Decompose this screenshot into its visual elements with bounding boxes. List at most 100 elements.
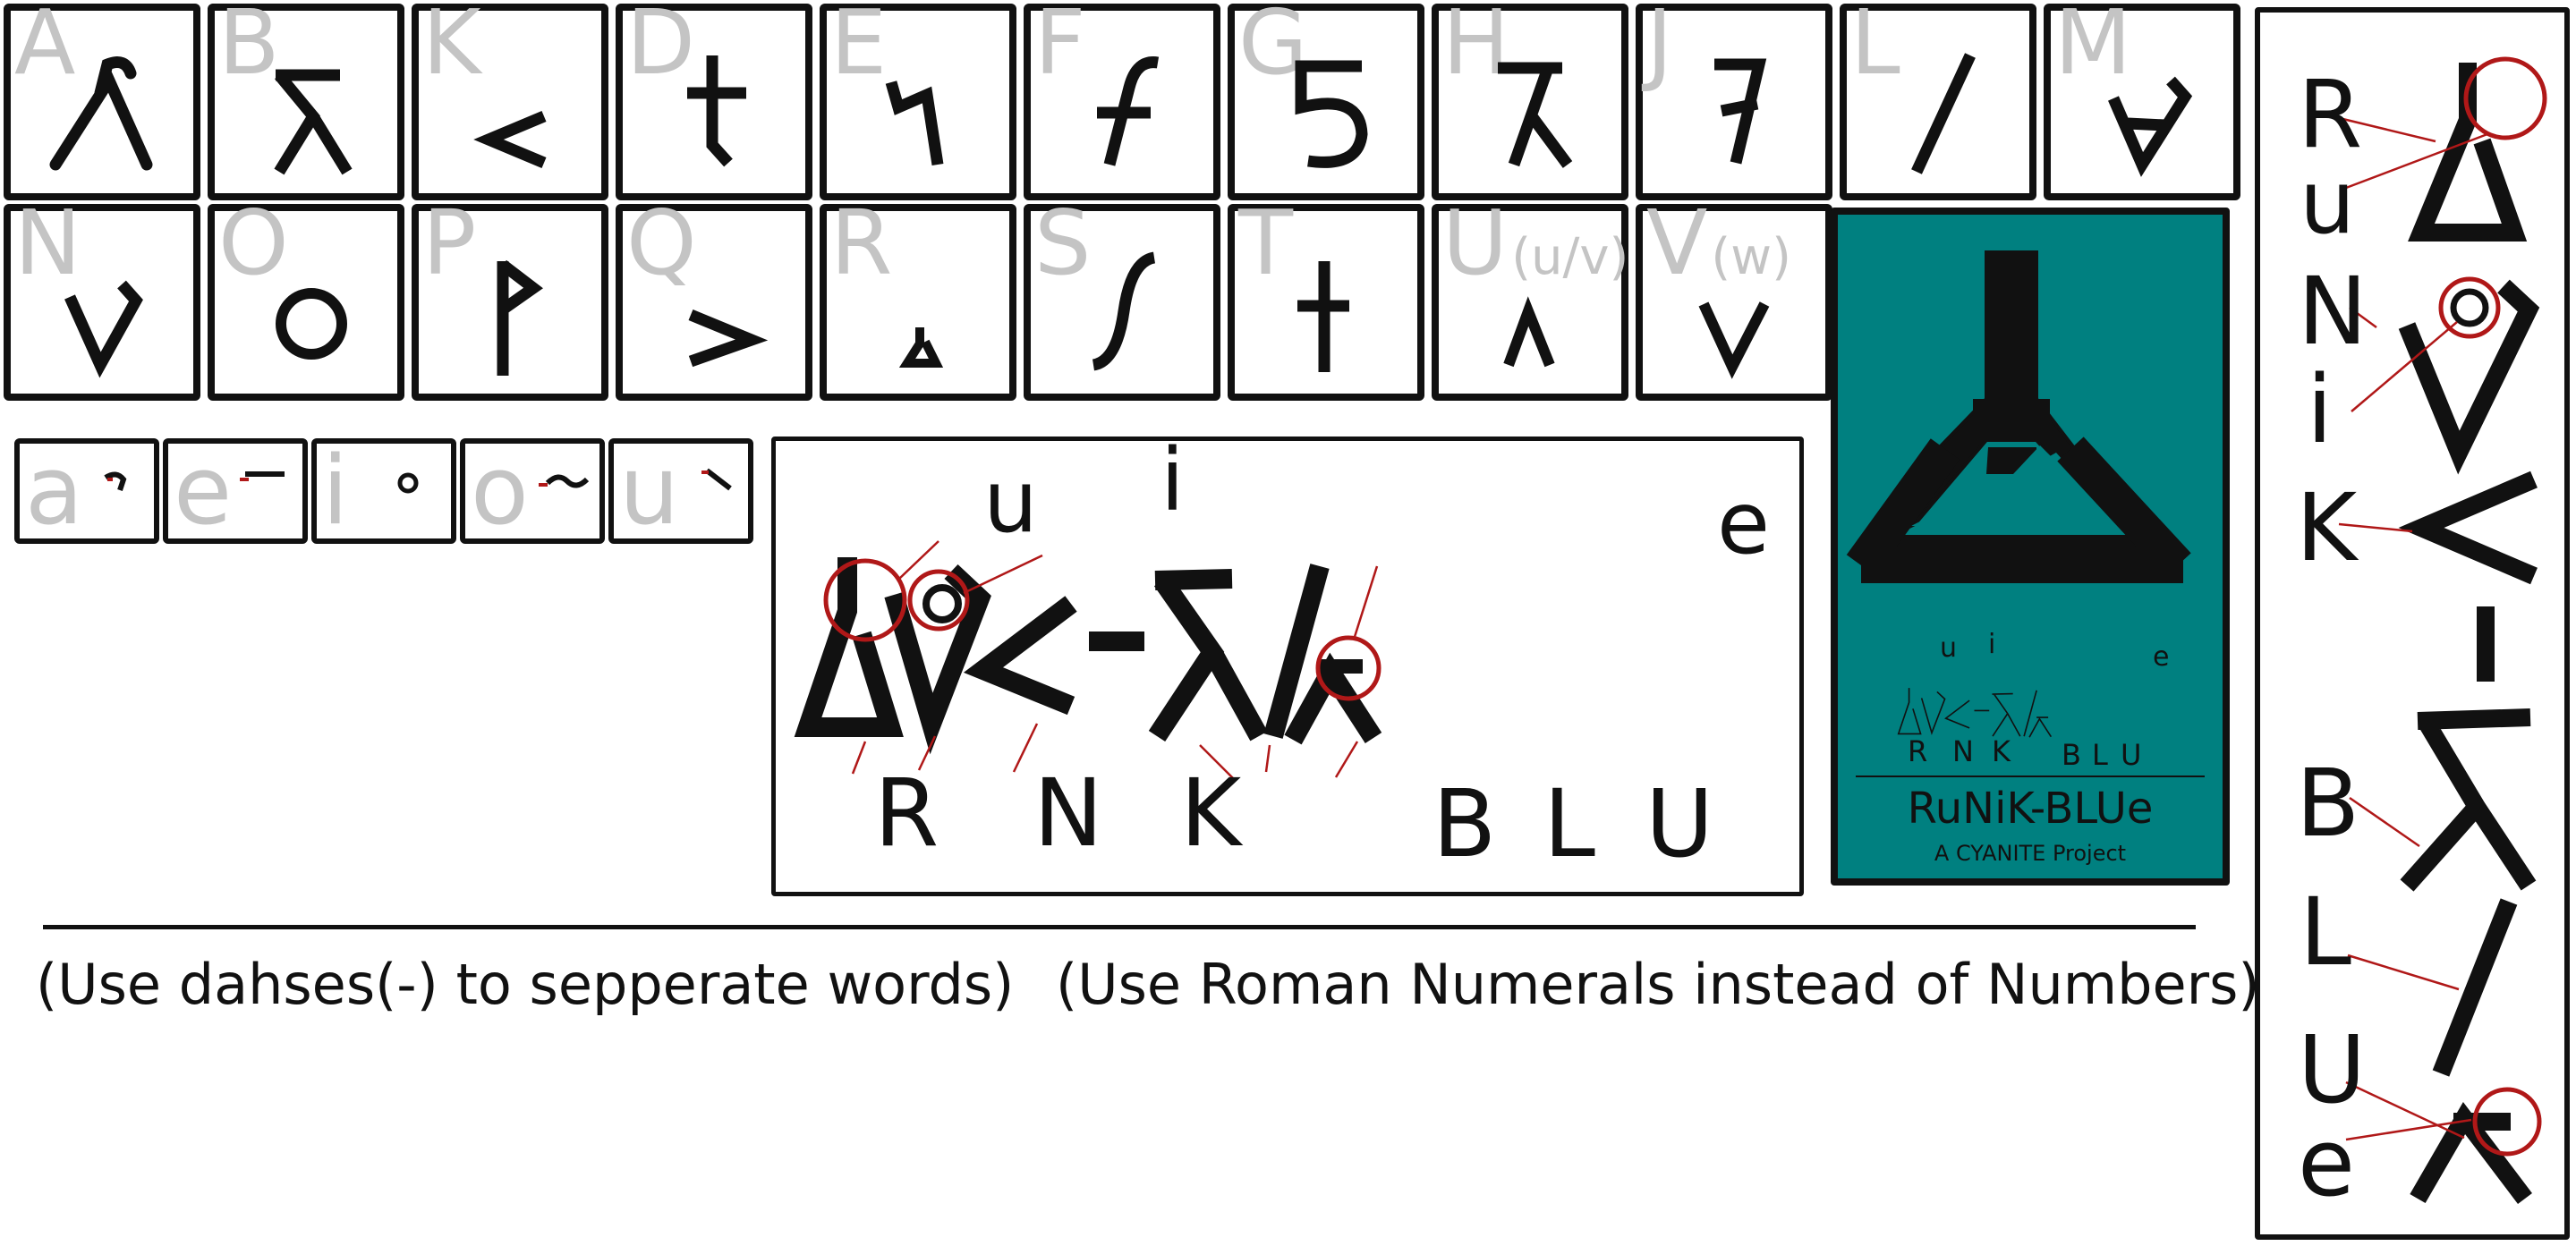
glyph-cell-d: D: [616, 0, 812, 200]
runik-blue-example-glyphs: [794, 540, 1382, 780]
glyph-cell-h: H: [1432, 0, 1628, 200]
latin-letter: T: [1238, 191, 1294, 295]
example-label-n: N: [1033, 759, 1103, 868]
logo-subtitle: A CYANITE Project: [1934, 841, 2127, 866]
vowel-cell-e: e: [163, 438, 308, 544]
rune-k-icon: [473, 111, 547, 168]
logo-mini-e: e: [2153, 641, 2170, 673]
example-label-u: u: [983, 452, 1038, 552]
example-label-r: R: [874, 759, 939, 868]
rune-h-icon: [1498, 62, 1573, 168]
glyph-cell-v: V(w): [1636, 199, 1832, 401]
rune-o-icon: [276, 288, 347, 360]
vowel-cell-a: a: [14, 438, 159, 544]
glyph-cell-s: S: [1024, 199, 1220, 401]
vowel-a-mark-icon: [104, 471, 127, 491]
rune-q-icon: [688, 309, 769, 368]
rune-s-icon: [1092, 251, 1156, 371]
rune-u-icon: [1503, 296, 1555, 368]
vowel-o-mark-icon: [539, 474, 590, 488]
latin-letter: O: [218, 191, 289, 295]
glyph-cell-n: N: [4, 199, 200, 401]
latin-letter-main: V: [1646, 191, 1708, 295]
rune-v-icon: [1698, 301, 1770, 379]
note-dashes: (Use dahses(-) to sepperate words): [36, 952, 1015, 1017]
latin-letter: P: [422, 191, 477, 295]
latin-letter: U(u/v): [1442, 199, 1628, 288]
rune-b-icon: [274, 69, 353, 175]
vertical-label-i: i: [2307, 355, 2333, 464]
glyph-cell-a: A: [4, 0, 200, 200]
vowel-u-mark-icon: [701, 468, 732, 491]
latin-letter: K: [422, 0, 481, 95]
latin-vowel: u: [619, 436, 680, 546]
logo-title: RuNiK-BLUe: [1907, 784, 2154, 834]
logo-mini-k: K: [1992, 734, 2011, 768]
example-label-i: i: [1160, 430, 1185, 530]
vertical-label-e: e: [2298, 1108, 2355, 1217]
glyph-cell-o: O: [208, 199, 404, 401]
logo-mini-r: R: [1908, 734, 1928, 768]
latin-letter: V(w): [1646, 199, 1791, 288]
glyph-cell-b: B: [208, 0, 404, 200]
runik-blue-vertical-glyphs: [2331, 56, 2547, 1205]
vertical-label-u: u: [2300, 152, 2356, 254]
latin-vowel: o: [471, 436, 529, 546]
rune-p-icon: [497, 259, 543, 376]
rune-a-icon: [49, 56, 153, 171]
logo-mini-n: N: [1952, 734, 1974, 768]
vowel-cell-o: o: [460, 438, 605, 544]
vowel-cell-u: u: [608, 438, 753, 544]
vertical-label-b: B: [2296, 749, 2360, 858]
vertical-label-r: R: [2298, 60, 2363, 169]
glyph-cell-u: U(u/v): [1432, 199, 1628, 401]
example-word-panel: u i e R N K B L U: [771, 437, 1804, 896]
glyph-cell-m: M: [2044, 0, 2240, 200]
vertical-label-l: L: [2300, 877, 2351, 987]
latin-letter: R: [830, 191, 893, 295]
logo-mini-l: L: [2092, 738, 2108, 772]
rune-t-icon: [1297, 261, 1349, 372]
glyph-cell-t: T: [1228, 199, 1424, 401]
vertical-label-n: N: [2298, 257, 2368, 366]
vowel-cell-i: i: [311, 438, 456, 544]
rune-m-icon: [2108, 76, 2193, 177]
rune-j-icon: [1714, 58, 1767, 165]
rune-l-icon: [1911, 53, 1976, 174]
example-label-k: K: [1180, 759, 1242, 868]
vowel-e-mark-icon: [240, 471, 285, 481]
rune-f-icon: [1097, 56, 1160, 166]
example-label-l: L: [1543, 769, 1595, 878]
glyph-cell-l: L: [1840, 0, 2036, 200]
example-label-b: B: [1433, 769, 1497, 878]
rune-n-icon: [64, 280, 143, 378]
vertical-label-u2: U: [2298, 1015, 2367, 1124]
logo-mini-u: u: [1940, 632, 1958, 664]
logo-mini-b: B: [2062, 738, 2081, 772]
logo-mini-u2: U: [2121, 738, 2142, 772]
example-label-e: e: [1717, 473, 1771, 573]
rune-g-icon: [1295, 60, 1368, 168]
latin-letter: B: [218, 0, 280, 95]
latin-letter: M: [2054, 0, 2132, 95]
latin-letter: N: [14, 191, 81, 295]
runik-logo-icon: [1846, 250, 2205, 777]
glyph-cell-k: K: [412, 0, 608, 200]
latin-vowel: a: [25, 436, 83, 546]
latin-letter: J: [1646, 0, 1673, 95]
latin-letter-note: (u/v): [1511, 228, 1629, 286]
divider-line: [43, 925, 2196, 929]
note-roman-numerals: (Use Roman Numerals instead of Numbers): [1056, 952, 2260, 1017]
glyph-cell-e: E: [820, 0, 1016, 200]
rune-r-icon: [898, 327, 944, 368]
vertical-label-k: K: [2296, 473, 2358, 582]
latin-letter-main: U: [1442, 191, 1509, 295]
glyph-cell-r: R: [820, 199, 1016, 401]
vertical-word-panel: R u N i K B L U e: [2255, 7, 2570, 1240]
latin-vowel: e: [174, 436, 233, 546]
rune-d-icon: [687, 55, 746, 167]
latin-letter: S: [1034, 191, 1092, 295]
latin-letter: A: [14, 0, 76, 95]
logo-mini-i: i: [1988, 629, 1996, 660]
latin-letter: D: [626, 0, 696, 95]
